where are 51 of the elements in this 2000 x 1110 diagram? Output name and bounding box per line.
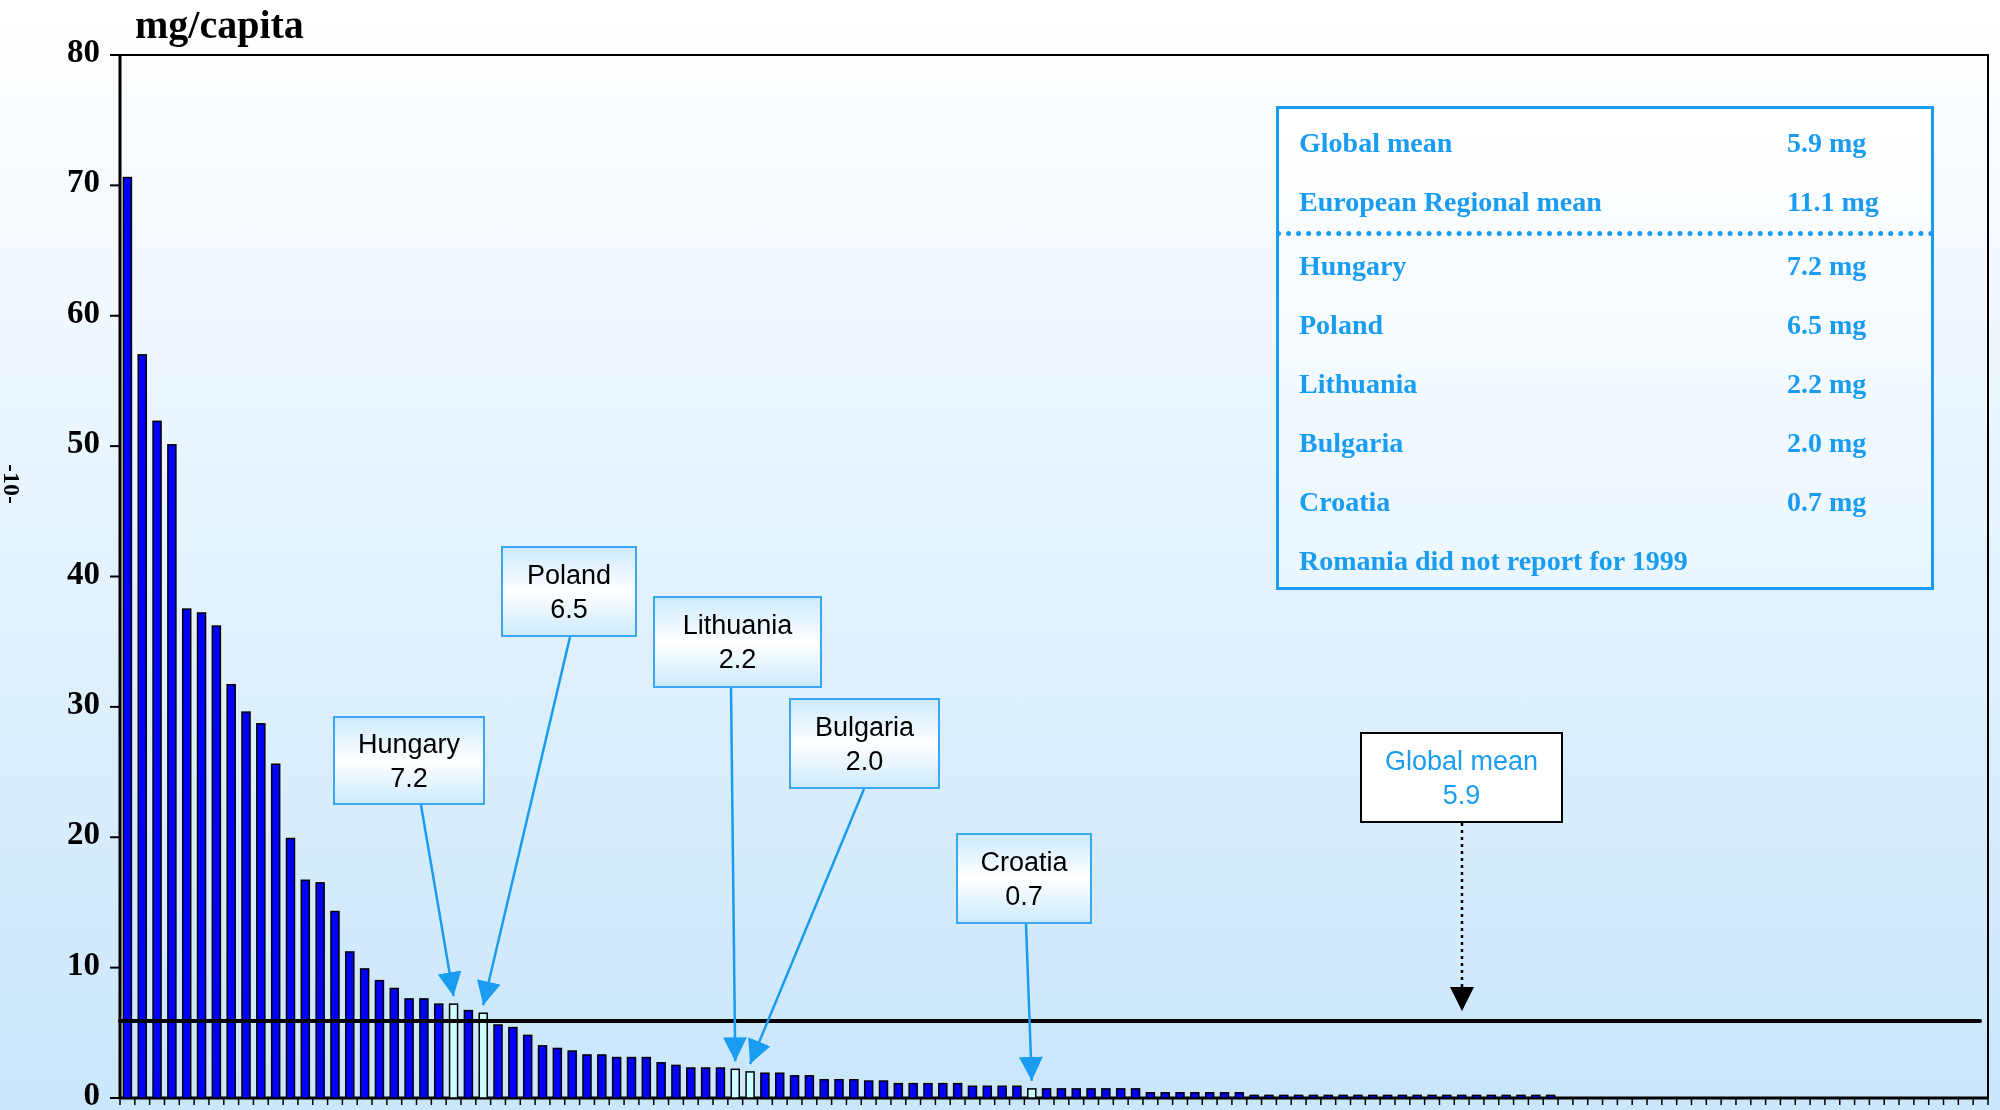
callout-box: [789, 698, 940, 789]
callout-title: Bulgaria: [814, 710, 915, 744]
row-value: 7.2 mg: [1787, 248, 1868, 283]
info-box: [1276, 106, 1934, 590]
arrow: [419, 804, 462, 997]
tick-label: 20: [66, 815, 100, 852]
row-value: 6.5 mg: [1787, 307, 1868, 342]
row-label: Global mean: [1299, 125, 1454, 160]
row-value: 2.2 mg: [1787, 366, 1868, 401]
callout-value: 7.2: [390, 761, 428, 795]
row-label: European Regional mean: [1299, 184, 1603, 219]
callout-title: Croatia: [980, 845, 1068, 879]
row-label: Croatia: [1299, 484, 1392, 519]
row-value: 0.7 mg: [1787, 484, 1868, 519]
callout-value: 0.7: [1005, 879, 1043, 913]
callout-title: Hungary: [357, 727, 461, 761]
callout-value: 6.5: [550, 592, 588, 626]
axis-title: mg/capita: [135, 2, 304, 48]
callout-title: Lithuania: [682, 609, 793, 642]
arrow: [477, 636, 572, 1006]
callout-box: [653, 596, 822, 688]
row-value: 2.0 mg: [1787, 425, 1868, 460]
tick-label: 10: [66, 945, 100, 982]
row-label: Hungary: [1299, 248, 1408, 283]
tick-label: 30: [66, 684, 100, 721]
callout-box: [956, 833, 1092, 924]
row-label: Poland: [1299, 307, 1385, 342]
callout-title: Global mean: [1384, 744, 1539, 778]
tick-label: 50: [66, 424, 100, 461]
page-number: -10-: [0, 464, 26, 504]
callout-title: Poland: [526, 558, 612, 592]
tick-label: 70: [66, 163, 100, 200]
callout-box: [333, 716, 485, 805]
tick-label: 80: [66, 33, 100, 69]
row-value: 11.1 mg: [1787, 184, 1880, 219]
arrow: [1450, 823, 1474, 1012]
row-label: Lithuania: [1299, 366, 1419, 401]
callout-box: [1360, 732, 1563, 823]
callout-value: 2.2: [718, 643, 757, 676]
callout-value: 2.0: [845, 744, 884, 778]
tick-label: 60: [66, 293, 100, 330]
row-value: 5.9 mg: [1787, 125, 1868, 160]
arrow: [723, 688, 747, 1062]
tick-label: 40: [66, 554, 100, 591]
callout-value: 5.9: [1442, 778, 1481, 812]
row-label: Bulgaria: [1299, 425, 1405, 460]
note-text: Romania did not report for 1999: [1299, 543, 1689, 578]
tick-label: 0: [82, 1076, 100, 1110]
callout-box: [501, 546, 637, 637]
arrow: [748, 788, 866, 1065]
arrow: [1018, 923, 1043, 1081]
